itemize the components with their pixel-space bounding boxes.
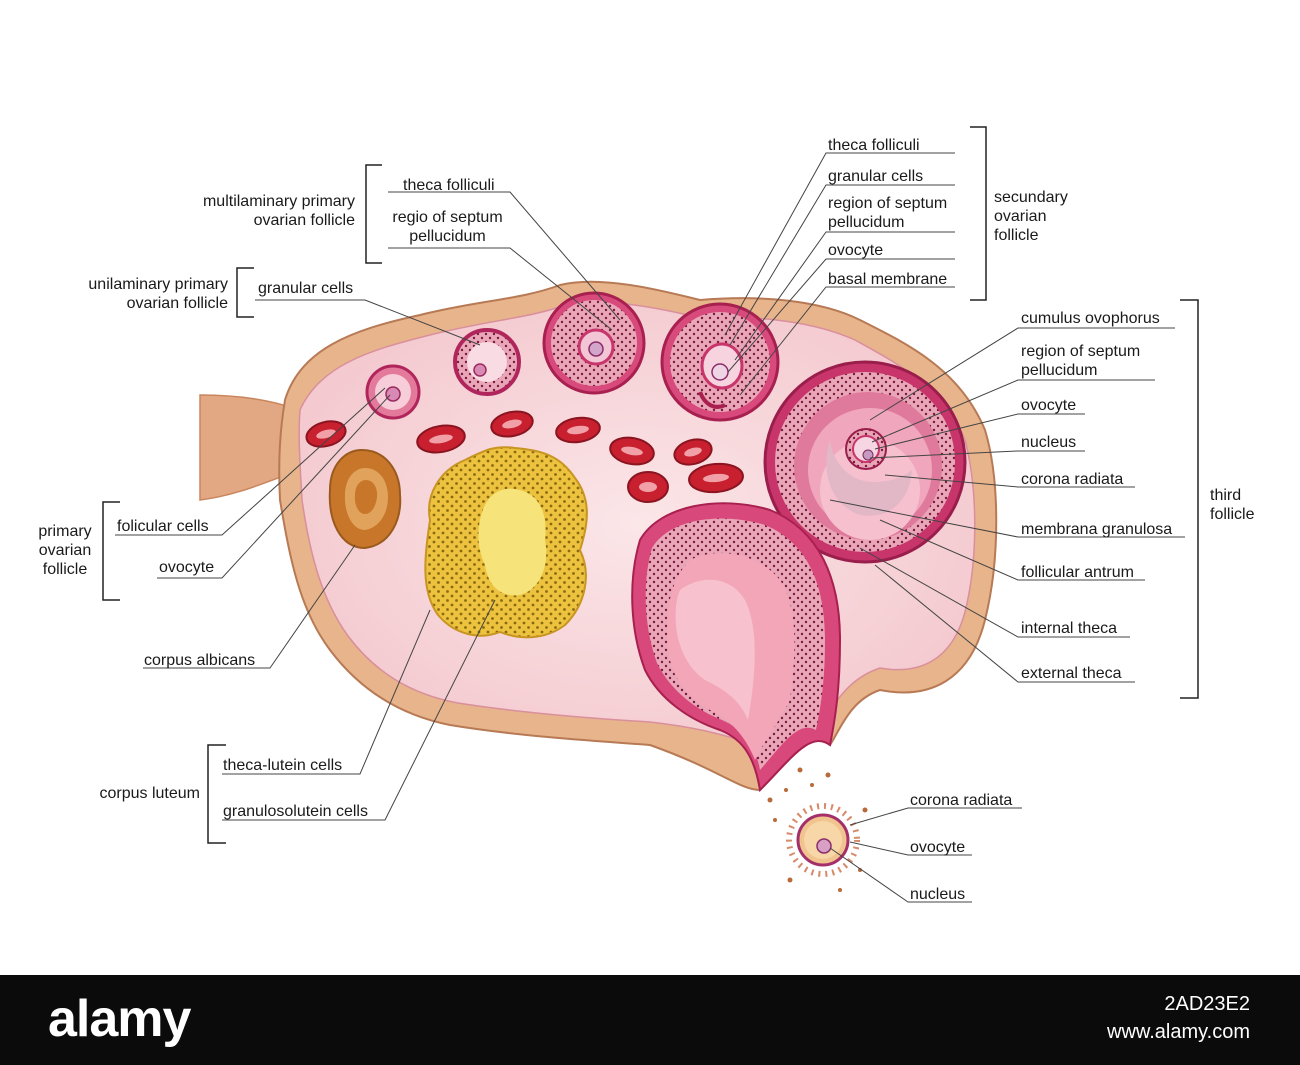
alamy-logo: alamy [48,989,190,1049]
unilaminary-follicle [455,330,519,394]
site-url: www.alamy.com [1107,1021,1250,1044]
label-corona-radiata-ovum: corona radiata [910,791,1012,810]
label-ovocyte-third: ovocyte [1021,396,1076,415]
label-folicular-cells: folicular cells [117,517,209,536]
label-third-follicle: third follicle [1210,486,1254,524]
label-granulosolutein: granulosolutein cells [223,802,368,821]
label-basal-membrane: basal membrane [828,270,947,289]
corpus-albicans [330,450,400,548]
label-membrana-granulosa: membrana granulosa [1021,520,1172,539]
label-granular-cells-right: granular cells [828,167,923,186]
label-multilaminary: multilaminary primary ovarian follicle [150,192,355,230]
label-nucleus-third: nucleus [1021,433,1076,452]
label-region-septum-right: region of septum pellucidum [828,194,947,232]
label-corpus-luteum: corpus luteum [60,784,200,803]
label-nucleus-ovum: nucleus [910,885,965,904]
label-theca-folliculi-left: theca folliculi [403,176,495,195]
label-internal-theca: internal theca [1021,619,1117,638]
label-ovocyte-ovum: ovocyte [910,838,965,857]
label-cumulus-ovophorus: cumulus ovophorus [1021,309,1160,328]
label-corona-radiata-third: corona radiata [1021,470,1123,489]
label-region-septum-third: region of septum pellucidum [1021,342,1140,380]
label-follicular-antrum: follicular antrum [1021,563,1134,582]
image-id: 2AD23E2 [1164,993,1250,1016]
released-ovum [768,768,868,893]
secondary-follicle [662,304,778,420]
label-ovocyte-left: ovocyte [159,558,214,577]
label-regio-septum: regio of septum pellucidum [380,208,515,246]
label-ovocyte-secundary: ovocyte [828,241,883,260]
primary-follicle [367,366,419,418]
label-secundary-follicle: secundary ovarian follicle [994,188,1068,245]
diagram-canvas: multilaminary primary ovarian follicle u… [0,0,1300,975]
label-theca-folliculi-right: theca folliculi [828,136,920,155]
label-external-theca: external theca [1021,664,1122,683]
label-granular-cells-left: granular cells [258,279,353,298]
label-corpus-albicans: corpus albicans [144,651,255,670]
label-theca-lutein: theca-lutein cells [223,756,342,775]
label-primary-follicle: primary ovarian follicle [25,522,105,579]
corpus-luteum [425,447,587,637]
watermark-footer: alamy 2AD23E2 www.alamy.com [0,975,1300,1065]
label-unilaminary: unilaminary primary ovarian follicle [40,275,228,313]
multilaminary-follicle [544,293,644,393]
